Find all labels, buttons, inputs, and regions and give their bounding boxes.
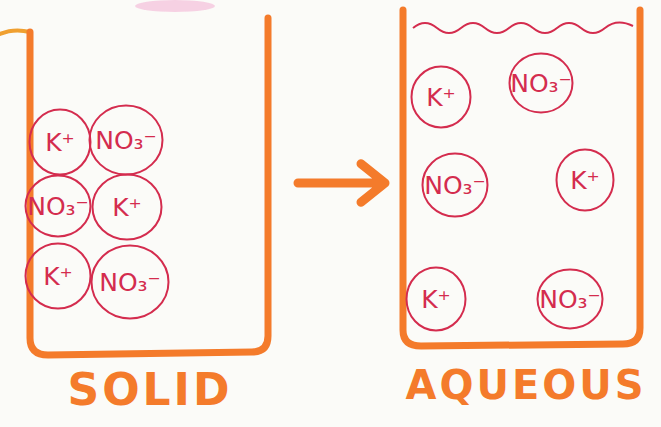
ion-circle: K⁺ — [405, 266, 467, 332]
ion-ellipse — [92, 246, 169, 319]
ion-circle: NO₃⁻ — [508, 52, 574, 114]
ion-ellipse — [423, 154, 488, 217]
reaction-arrow — [298, 164, 385, 202]
ion-ellipse — [407, 268, 466, 331]
orange-mark — [0, 30, 30, 34]
ion-circle: K⁺ — [24, 242, 92, 310]
pink-smear — [135, 0, 215, 12]
ion-label: K⁺ — [426, 83, 456, 112]
state-label: SOLID — [20, 364, 280, 415]
solid-beaker: SOLID K⁺ NO₃⁻ NO₃⁻ K⁺ K⁺ NO₃⁻ — [20, 8, 280, 425]
ion-label: K⁺ — [45, 128, 75, 157]
ion-label: K⁺ — [570, 166, 600, 195]
ion-circle: NO₃⁻ — [90, 244, 170, 320]
water-surface — [413, 22, 633, 33]
ion-label: K⁺ — [43, 262, 73, 291]
beaker-wall — [30, 18, 268, 355]
ion-label: K⁺ — [112, 193, 142, 222]
ion-ellipse — [90, 106, 163, 175]
ion-label: NO₃⁻ — [510, 69, 572, 98]
ion-ellipse — [93, 175, 162, 240]
ion-circle: K⁺ — [91, 173, 163, 241]
ion-circle: K⁺ — [555, 148, 615, 212]
ion-ellipse — [26, 176, 91, 237]
state-label: AQUEOUS — [395, 362, 657, 408]
ion-ellipse — [557, 150, 614, 211]
arrow-stroke — [298, 164, 385, 202]
ion-circle: K⁺ — [410, 65, 472, 129]
ion-ellipse — [510, 54, 573, 113]
aqueous-beaker: AQUEOUS K⁺ NO₃⁻ NO₃⁻ K⁺ K⁺ NO₃⁻ — [395, 0, 657, 425]
beaker-outline — [395, 0, 657, 425]
ion-circle: K⁺ — [28, 108, 92, 176]
ion-label: NO₃⁻ — [95, 126, 157, 155]
ion-circle: NO₃⁻ — [421, 152, 489, 218]
ion-ellipse — [26, 244, 91, 309]
ion-ellipse — [538, 270, 603, 329]
ion-label: NO₃⁻ — [27, 192, 89, 221]
ion-circle: NO₃⁻ — [536, 268, 604, 330]
ion-ellipse — [30, 110, 91, 175]
ion-label: NO₃⁻ — [99, 268, 161, 297]
beaker-wall — [403, 10, 640, 346]
ion-ellipse — [412, 67, 471, 128]
ion-circle: NO₃⁻ — [24, 174, 92, 238]
ion-label: NO₃⁻ — [424, 171, 486, 200]
ion-label: K⁺ — [421, 285, 451, 314]
ion-circle: NO₃⁻ — [88, 104, 164, 176]
ion-label: NO₃⁻ — [539, 285, 601, 314]
